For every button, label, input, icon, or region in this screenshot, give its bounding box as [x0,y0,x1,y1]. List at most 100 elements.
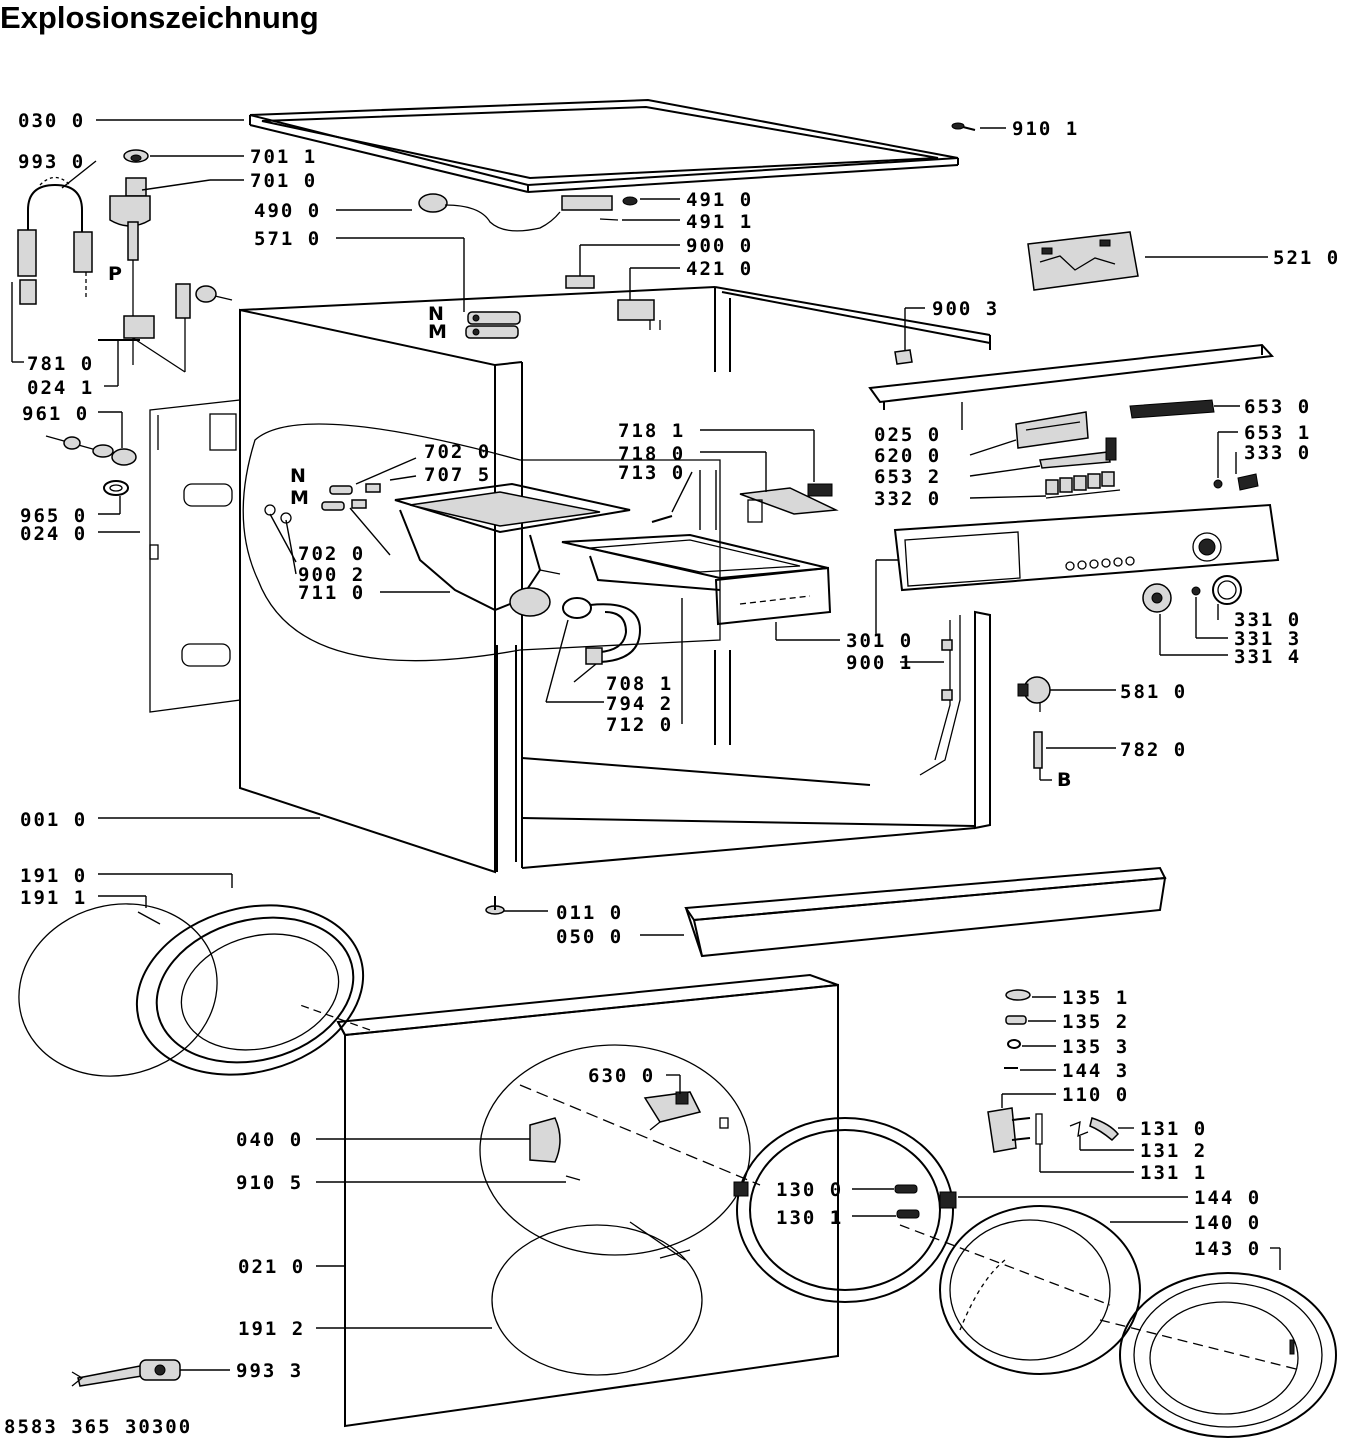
part-label: 131 0 [1140,1118,1207,1140]
interference-filter-part [617,299,661,330]
part-label: 025 0 [874,424,941,446]
rod-part [1033,731,1043,769]
part-label: 130 1 [776,1207,843,1229]
hinge-pins-part [894,1184,920,1219]
part-label: 794 2 [606,693,673,715]
part-label: 135 2 [1062,1011,1129,1033]
clip-part-2 [894,349,913,365]
lock-mechanism-part [643,1091,702,1131]
push-buttons-part [1045,471,1121,499]
part-label: 653 0 [1244,396,1311,418]
document-number: 8583 365 30300 [4,1416,193,1438]
part-label: 491 0 [686,189,753,211]
part-label: 331 3 [1234,628,1301,650]
part-label: 030 0 [18,110,85,132]
part-label: 421 0 [686,258,753,280]
hinge-part [987,1107,1120,1153]
part-label: 024 1 [27,377,94,399]
solenoid-valves-part [465,311,521,339]
detergent-dispenser-part [394,482,631,617]
part-label: 993 3 [236,1360,303,1382]
pin-part [651,515,673,523]
marker-letter-n-valve: N [428,303,444,325]
inlet-hose-part [17,176,93,305]
part-label: 571 0 [254,228,321,250]
pressure-switch-part [1017,676,1051,712]
part-label: 521 0 [1273,247,1340,269]
part-label: 191 0 [20,865,87,887]
part-label: 718 0 [618,443,685,465]
mains-cable-part [418,193,561,232]
part-label: 620 0 [874,445,941,467]
page-title: Explosionszeichnung [0,0,319,35]
part-label: 135 1 [1062,987,1129,1009]
part-label: 021 0 [238,1256,305,1278]
part-label: 900 3 [932,298,999,320]
part-label: 900 0 [686,235,753,257]
clip-part [565,275,595,289]
marker-letter-p: P [108,263,122,285]
door-gasket-part [18,903,365,1077]
bracket-part [98,300,186,373]
part-label: 140 0 [1194,1212,1261,1234]
hinge-screws-part [1004,989,1031,1069]
cap-part [123,149,149,163]
wiring-harness-part [919,615,961,776]
dispenser-flap-part [739,483,839,523]
door-glass-part [899,1205,1141,1375]
front-panel-part [299,973,839,1428]
part-label: 910 5 [236,1172,303,1194]
part-label: 001 0 [20,809,87,831]
part-label: 707 5 [424,464,491,486]
part-label: 708 1 [606,673,673,695]
part-label: 701 0 [250,170,317,192]
clamp-ring-part [659,1249,691,1259]
screw-assembly-part [45,435,137,466]
part-label: 191 2 [238,1318,305,1340]
part-label: 900 2 [298,564,365,586]
part-label: 332 0 [874,488,941,510]
part-label: 491 1 [686,211,753,233]
top-cover-part [249,98,959,193]
part-label: 040 0 [236,1129,303,1151]
leader-lines [11,119,1281,1371]
plinth-part [684,866,1167,958]
part-label: 011 0 [556,902,623,924]
part-label: 331 4 [1234,646,1301,668]
part-label: 143 0 [1194,1238,1261,1260]
part-label: 144 0 [1194,1187,1261,1209]
grommet-part [103,480,129,496]
control-pcb-part [1015,411,1089,449]
part-label: 191 1 [20,887,87,909]
dispenser-hose-part [562,597,642,665]
part-label: 711 0 [298,582,365,604]
part-label: 135 3 [1062,1036,1129,1058]
part-label: 701 1 [250,146,317,168]
part-label: 713 0 [618,462,685,484]
led-strip-part [1039,437,1117,469]
part-label: 024 0 [20,523,87,545]
part-label: 653 1 [1244,422,1311,444]
part-label: 965 0 [20,505,87,527]
door-frame-inner-part [733,1117,957,1303]
part-label: 702 0 [424,441,491,463]
part-label: 630 0 [588,1065,655,1087]
part-label: 581 0 [1120,681,1187,703]
part-label: 712 0 [606,714,673,736]
control-panel-part [893,503,1280,592]
part-label: 050 0 [556,926,623,948]
part-label: 301 0 [846,630,913,652]
part-label: 961 0 [22,403,89,425]
part-label: 144 3 [1062,1060,1129,1082]
valve-connector-part [175,283,233,319]
spring-part [1213,473,1259,491]
marker-letter-n-insert: N [290,465,306,487]
marker-letter-b: B [1057,769,1071,791]
control-rail-part [868,343,1275,410]
part-label: 718 1 [618,420,685,442]
marker-letter-m-valve: M [428,321,447,343]
part-label: 702 0 [298,543,365,565]
part-label: 131 2 [1140,1140,1207,1162]
pressure-chamber-part [109,177,151,365]
